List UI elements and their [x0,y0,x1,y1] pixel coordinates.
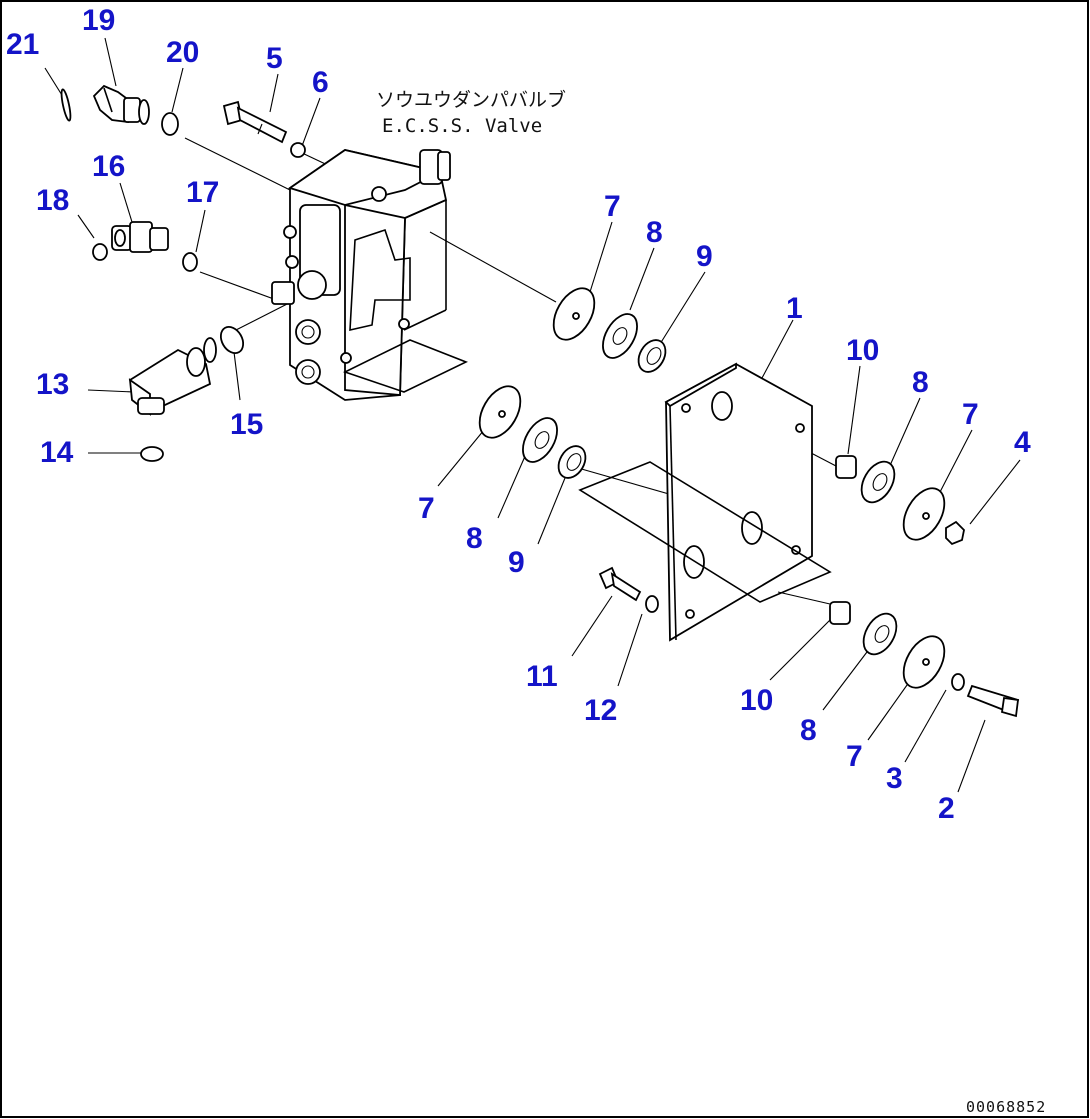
callout-8-bottom: 8 [800,714,817,747]
bracket-plate-part-1 [578,362,832,642]
elbow-fitting-part-19 [92,84,150,125]
mount-stack-upper-right [835,455,965,546]
callout-8-right: 8 [912,366,929,399]
pin-part-21 [60,88,72,122]
callout-4: 4 [1014,426,1031,459]
callout-21: 21 [6,28,39,61]
callout-18: 18 [36,184,69,217]
o-ring-part-18 [92,243,108,261]
callout-17: 17 [186,176,219,209]
callout-14: 14 [40,436,74,469]
callout-10-upper: 10 [846,334,879,367]
bolt-part-5 [222,100,288,144]
callout-16: 16 [92,150,125,183]
callout-7-right: 7 [962,398,979,431]
callout-7-lower: 7 [418,492,435,525]
callout-1: 1 [786,292,803,325]
callout-7-bottom: 7 [846,740,863,773]
callout-9-upper: 9 [696,240,713,273]
callout-labels: 21 19 20 5 6 16 18 17 7 8 9 1 10 8 7 4 1… [6,4,1031,825]
callout-8-upper: 8 [646,216,663,249]
caption-japanese: ソウユウダンパバルブ [376,88,566,111]
mount-stack-lower-right [829,601,1020,718]
caption-english: E.C.S.S. Valve [382,115,542,137]
o-ring-part-15 [219,325,245,355]
washer-part-6 [290,142,306,158]
callout-9-lower: 9 [508,546,525,579]
o-ring-part-20 [161,112,179,136]
straight-fitting-part-16 [111,221,169,253]
o-ring-part-17 [182,252,198,272]
callout-10-lower: 10 [740,684,773,717]
callout-6: 6 [312,66,329,99]
callout-11: 11 [526,660,558,693]
callout-7-upper: 7 [604,190,621,223]
washer-part-12 [645,595,659,613]
callout-19: 19 [82,4,115,37]
callout-15: 15 [230,408,263,441]
ecss-valve-body [271,149,468,401]
callout-5: 5 [266,42,283,75]
connector-part-13 [128,337,217,416]
o-ring-part-14 [140,446,164,462]
callout-8-lower: 8 [466,522,483,555]
mount-stack-lower-left [478,385,587,479]
mount-stack-upper-left [552,287,667,373]
drawing-code: 00068852 [966,1098,1046,1116]
bolt-part-11 [598,566,642,602]
callout-2: 2 [938,792,955,825]
callout-12: 12 [584,694,617,727]
callout-3: 3 [886,762,903,795]
callout-20: 20 [166,36,199,69]
callout-13: 13 [36,368,69,401]
leader-lines [44,37,1021,793]
